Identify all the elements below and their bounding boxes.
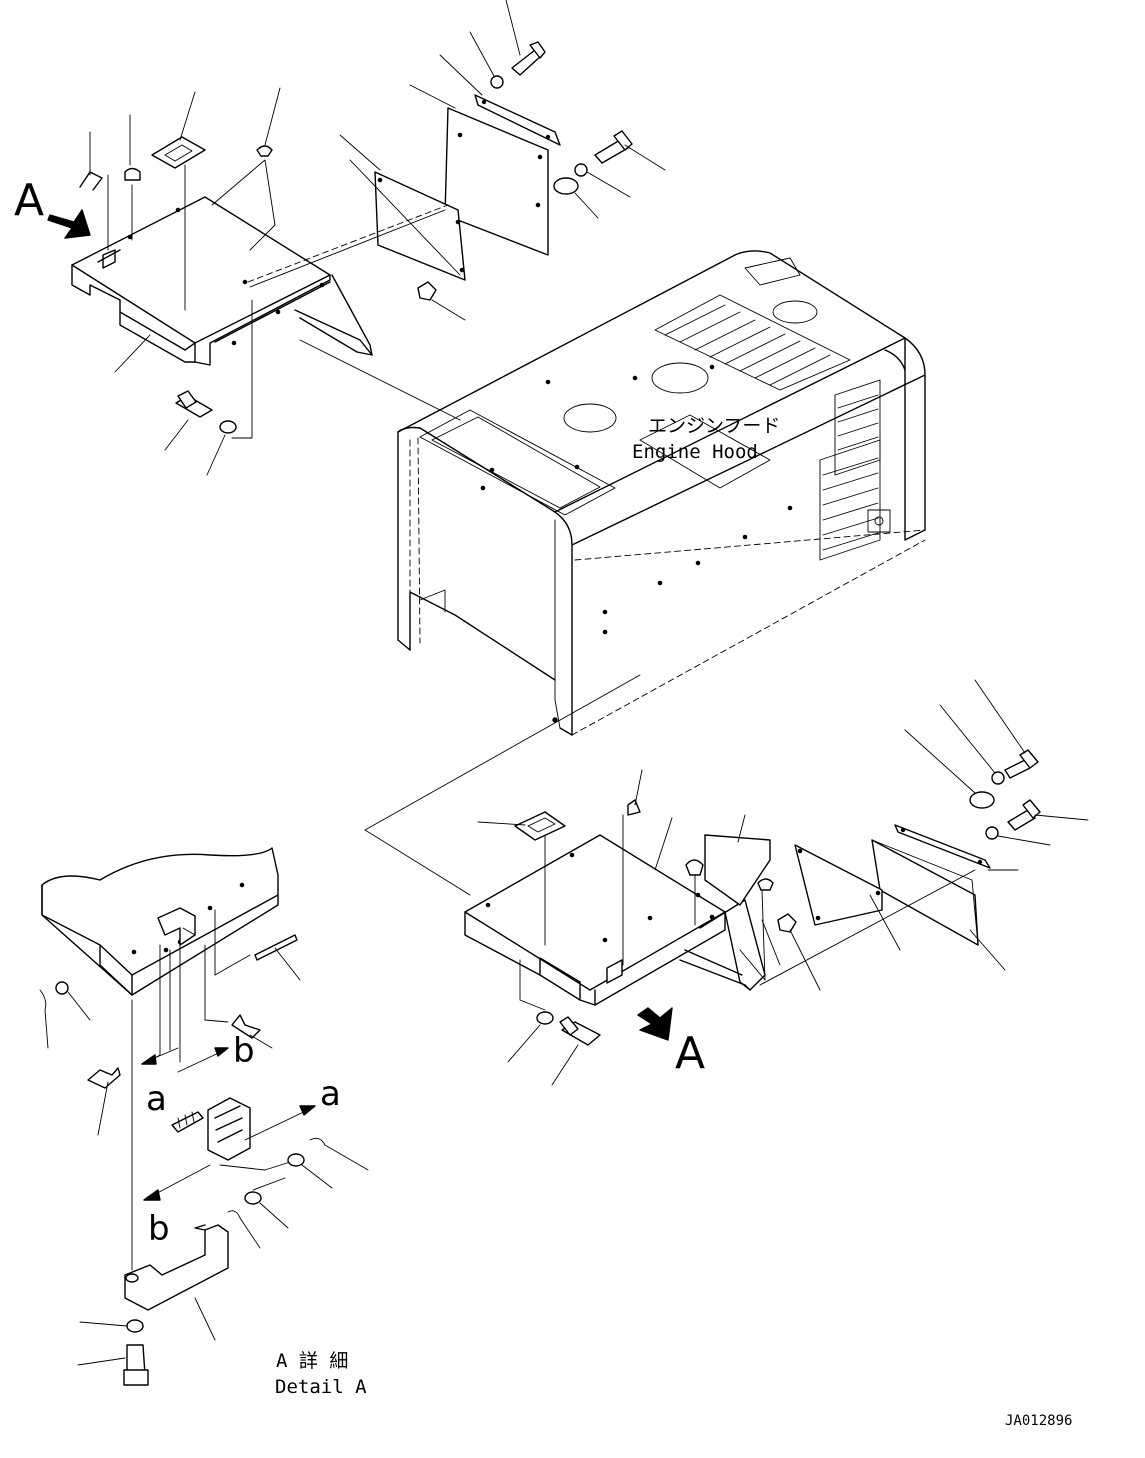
engine-hood-label-en: Engine Hood <box>632 441 758 463</box>
bolt-part <box>87 1067 121 1089</box>
detail-a-label-en: Detail A <box>275 1376 367 1398</box>
nut-part <box>417 281 437 301</box>
view-a-arrow-bottom <box>637 1007 673 1041</box>
knob-part <box>124 167 141 181</box>
clip-part <box>627 799 641 816</box>
engine-hood-label-jp: エンジンフード <box>648 415 780 437</box>
label-plate <box>514 811 566 841</box>
lock-bracket-part <box>207 1097 291 1171</box>
clip-part <box>79 171 103 191</box>
screw-part <box>171 1111 204 1133</box>
detail-a-assembly <box>41 847 279 996</box>
washer-part <box>126 1319 144 1333</box>
upper-plate-assembly <box>374 94 561 281</box>
knob-part <box>685 859 704 876</box>
washer-part <box>490 75 504 89</box>
arrow-b-label-top: b <box>233 1031 255 1071</box>
nut-part <box>777 913 797 933</box>
washer-part <box>244 1191 262 1205</box>
washer-part <box>553 177 579 195</box>
grommet-part <box>757 878 774 891</box>
label-plate <box>151 136 206 169</box>
washer-part <box>969 791 995 809</box>
washer-part <box>985 826 999 840</box>
view-a-arrow-top <box>47 209 91 239</box>
arrow-a-label-left: a <box>146 1079 167 1119</box>
grommet-part <box>256 145 273 157</box>
detail-a-label-jp: A 詳 細 <box>276 1350 348 1372</box>
long-bolt-part <box>254 934 298 961</box>
bolt-part <box>231 1014 261 1039</box>
arrow-a-label-right: a <box>320 1074 341 1114</box>
washer-part <box>536 1011 554 1025</box>
washer-part <box>574 163 588 177</box>
washer-part <box>991 771 1005 785</box>
arrow-b-label-bottom: b <box>148 1209 170 1249</box>
lower-cover-assembly <box>464 834 766 1006</box>
bolt-part <box>1007 809 1036 831</box>
view-a-label-bottom: A <box>675 1028 705 1079</box>
drawing-number: JA012896 <box>1005 1413 1072 1429</box>
washer-part <box>219 420 237 434</box>
lower-plate-assembly <box>794 824 991 946</box>
engine-hood <box>397 250 926 736</box>
upper-cover-assembly <box>71 196 373 366</box>
washer-part <box>287 1153 305 1167</box>
side-grille <box>819 379 891 561</box>
top-grille <box>654 294 851 391</box>
view-a-label-top: A <box>14 175 44 226</box>
washer-part <box>55 981 69 995</box>
u-bracket-part <box>124 1224 229 1311</box>
label-plate <box>704 834 771 906</box>
